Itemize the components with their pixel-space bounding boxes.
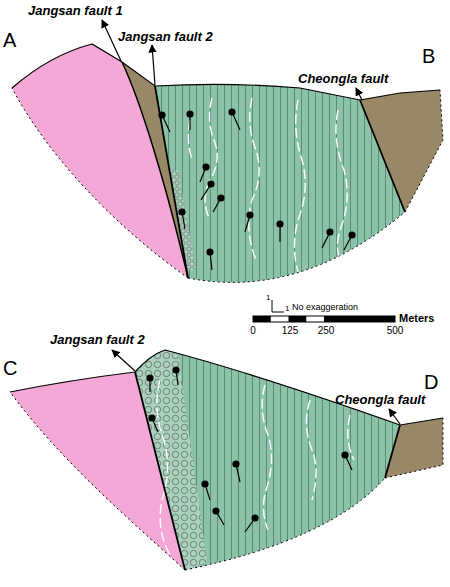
ratio-number: 1 [285, 305, 289, 313]
section-end-letter: A [3, 30, 16, 50]
granite-unit [12, 44, 188, 278]
dip-symbols [147, 367, 352, 532]
section-end-letter: D [424, 372, 438, 392]
sediment-block [360, 90, 443, 212]
scale-and-ratio [253, 300, 395, 322]
scale-tick-label: 125 [282, 326, 299, 336]
scale-unit: Meters [399, 313, 434, 324]
section-end-letter: B [422, 46, 435, 66]
section-cd [10, 350, 443, 570]
striped-formation [135, 350, 400, 570]
conglomerate-band [135, 350, 207, 570]
fault-name: Jangsan fault 2 [50, 333, 145, 346]
sediment-block [385, 418, 443, 478]
fracture-lines [157, 380, 354, 555]
section-ab [12, 20, 443, 282]
fault-name: Cheongla fault [298, 72, 388, 85]
fault-name: Jangsan fault 2 [118, 30, 213, 43]
fault-name: Jangsan fault 1 [28, 4, 123, 17]
fault-pointers [102, 20, 362, 100]
dip-symbols [159, 109, 355, 270]
fault-pointers [112, 350, 400, 424]
scale-tick-label: 500 [387, 326, 404, 336]
exaggeration-note: No exaggeration [292, 303, 358, 312]
section-outlines [10, 350, 443, 570]
scale-tick-label: 250 [318, 326, 335, 336]
fault-name: Cheongla fault [335, 393, 425, 406]
section-end-letter: C [3, 358, 17, 378]
fracture-lines [188, 98, 347, 278]
section-outlines [12, 44, 443, 282]
scale-tick-label: 0 [250, 326, 256, 336]
ratio-number: 1 [266, 294, 270, 302]
